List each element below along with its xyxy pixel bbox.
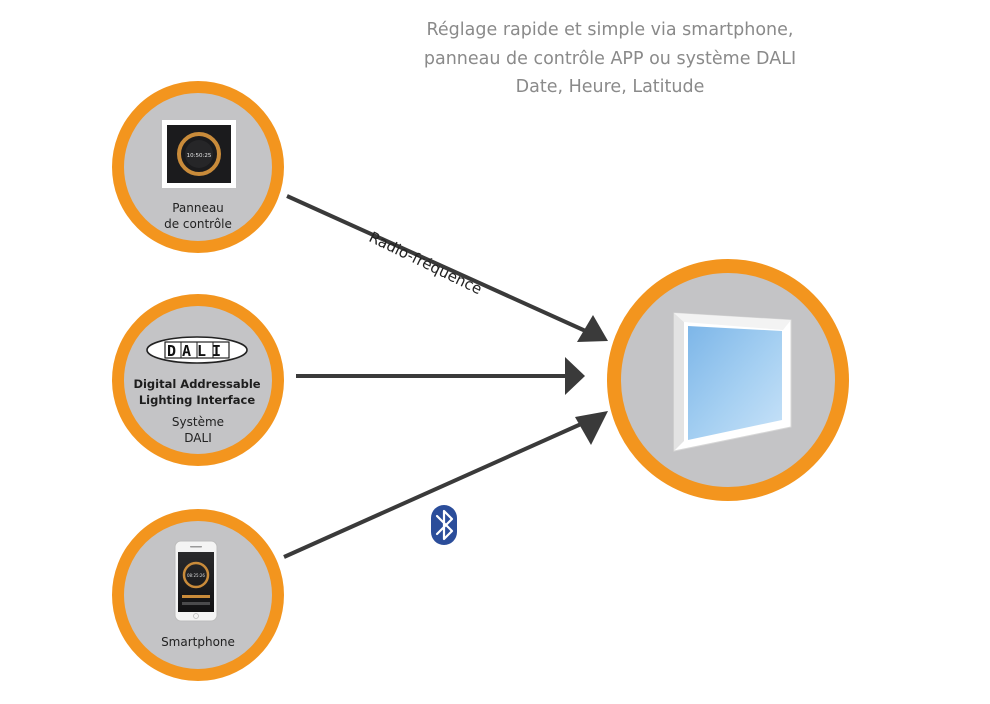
- dali-description-line-1: Digital Addressable: [133, 377, 261, 391]
- node-control-panel: 10:50:25: [112, 81, 284, 253]
- bluetooth-icon: [431, 505, 457, 545]
- smartphone-icon: 08:25:26: [174, 540, 218, 622]
- node-window-target: [607, 259, 849, 501]
- connection-bluetooth: [283, 411, 608, 559]
- control-panel-icon: 10:50:25: [162, 120, 236, 188]
- arrowhead-radio: [577, 315, 608, 342]
- arrowhead-dali: [565, 357, 585, 395]
- smartphone-screen-time: 08:25:26: [187, 573, 205, 578]
- dali-logo-icon: DALI: [146, 336, 248, 364]
- dali-label: Système DALI: [138, 415, 258, 446]
- header-line-2: panneau de contrôle APP ou système DALI: [423, 48, 797, 69]
- node-smartphone: 08:25:26: [112, 509, 284, 681]
- smartphone-label: Smartphone: [161, 635, 235, 649]
- node-dali: DALI: [112, 294, 284, 466]
- header-line-3: Date, Heure, Latitude: [515, 77, 705, 97]
- dali-logo-text: DALI: [167, 342, 227, 360]
- window-icon: [673, 312, 792, 452]
- dali-label-line-2: DALI: [184, 430, 212, 445]
- control-panel-label-line-2: de contrôle: [164, 216, 232, 231]
- control-panel-label: Panneau de contrôle: [138, 201, 258, 232]
- dali-description: Digital Addressable Lighting Interface: [127, 377, 267, 408]
- dali-label-line-1: Système: [171, 415, 225, 429]
- diagram-header: Réglage rapide et simple via smartphone,…: [380, 16, 840, 102]
- arrowhead-bluetooth: [575, 411, 608, 445]
- control-panel-screen-time: 10:50:25: [187, 153, 212, 159]
- connection-dali: [296, 357, 585, 395]
- dali-disc: [112, 294, 284, 466]
- connection-radio: [286, 194, 608, 342]
- header-line-1: Réglage rapide et simple via smartphone,: [426, 20, 794, 40]
- control-panel-label-line-1: Panneau: [172, 201, 224, 215]
- dali-description-line-2: Lighting Interface: [138, 392, 256, 407]
